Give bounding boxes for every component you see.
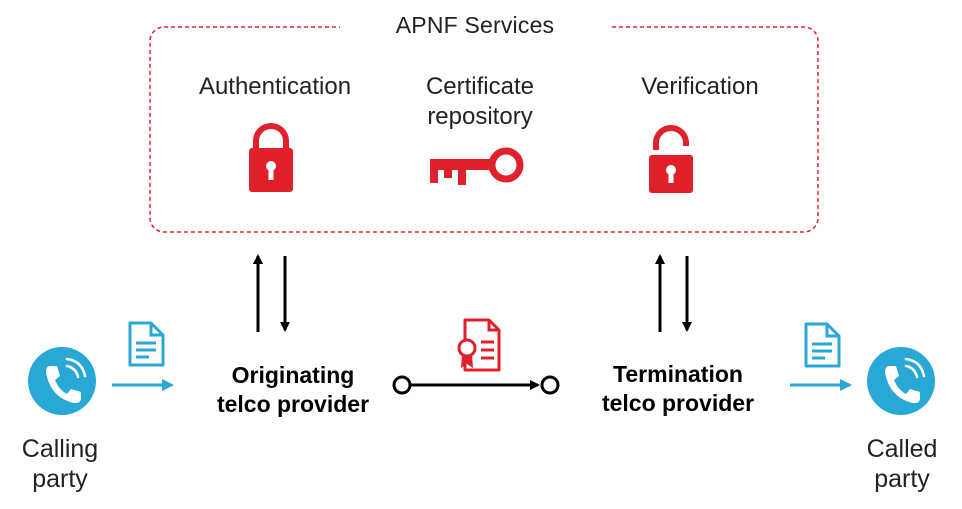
calling-document-icon xyxy=(128,321,165,367)
originating-provider-label: Originating telco provider xyxy=(216,362,370,417)
services-box-title: APNF Services xyxy=(340,12,610,39)
service-label-verification: Verification xyxy=(641,73,759,100)
key-icon xyxy=(430,147,524,185)
called-document-icon xyxy=(804,322,841,368)
lock-open-icon xyxy=(649,125,693,193)
services-box-border xyxy=(149,26,819,233)
connector-end-node xyxy=(540,375,560,395)
service-label-certificate-repository: Certificate repository xyxy=(425,73,535,130)
certificate-icon xyxy=(457,318,501,372)
calling-party-label: Calling party xyxy=(21,435,99,493)
called-phone-icon xyxy=(867,347,935,415)
service-label-authentication: Authentication xyxy=(198,73,352,100)
called-party-label: Called party xyxy=(866,435,938,493)
termination-provider-label: Termination telco provider xyxy=(601,361,755,416)
connector-start-node xyxy=(392,375,412,395)
calling-phone-icon xyxy=(28,347,96,415)
lock-closed-icon xyxy=(249,123,293,192)
